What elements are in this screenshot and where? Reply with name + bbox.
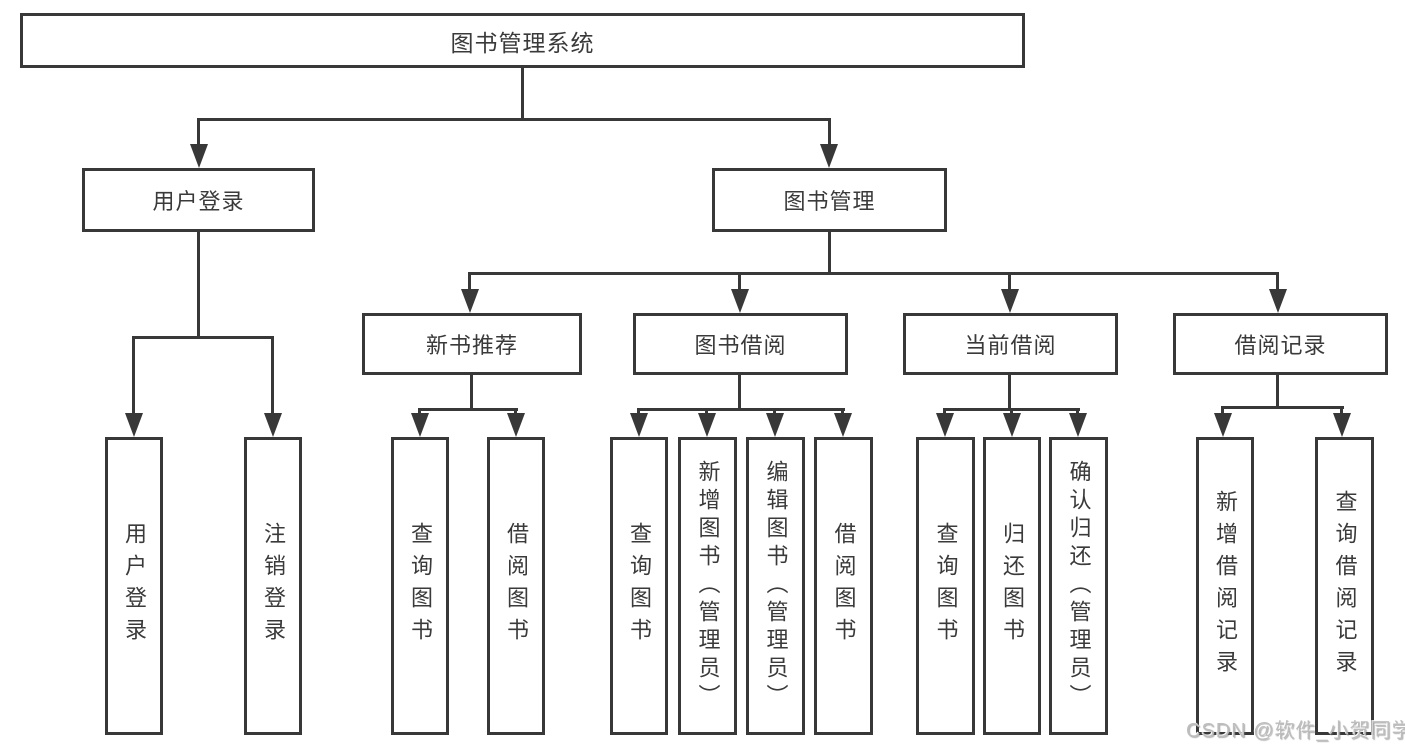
leaf-confirm-return-admin: 确认归还（管理员） xyxy=(1049,437,1108,735)
leaf-return-books: 归还图书 xyxy=(983,437,1041,735)
leaf-user-login: 用户登录 xyxy=(105,437,163,735)
leaf-add-books-admin: 新增图书（管理员） xyxy=(678,437,737,735)
leaf-borrow-books-borrowing: 借阅图书 xyxy=(814,437,873,735)
leaf-borrow-books-borrowing-label: 借阅图书 xyxy=(831,522,857,650)
arrowhead-leaf-borrow-books-borrow xyxy=(834,413,852,437)
edge-book-borrowing-stem xyxy=(738,375,741,411)
leaf-add-books-admin-label: 新增图书（管理员） xyxy=(695,460,721,712)
node-user-login-label: 用户登录 xyxy=(152,189,245,214)
edge-book-management-stem xyxy=(828,232,831,275)
arrowhead-leaf-logout xyxy=(264,413,282,437)
edge-root-stem xyxy=(521,68,524,121)
node-new-book-recommend: 新书推荐 xyxy=(362,313,582,375)
node-library-system: 图书管理系统 xyxy=(20,13,1025,68)
csdn-watermark: CSDN @软件_小贺同学 xyxy=(1186,720,1405,742)
leaf-query-books-borrowing-label: 查询图书 xyxy=(627,522,652,650)
node-book-management: 图书管理 xyxy=(712,168,947,232)
leaf-confirm-return-admin-label: 确认归还（管理员） xyxy=(1066,460,1092,712)
leaf-edit-books-admin-label: 编辑图书（管理员） xyxy=(763,460,789,712)
node-new-book-recommend-label: 新书推荐 xyxy=(425,333,518,358)
edge-borrowing-records-stem xyxy=(1276,375,1279,409)
node-borrowing-records-label: 借阅记录 xyxy=(1234,333,1327,358)
arrowhead-leaf-query-books-borrow xyxy=(630,413,648,437)
node-current-borrowing: 当前借阅 xyxy=(903,313,1118,375)
arrowhead-borrowing-records xyxy=(1269,289,1287,313)
node-book-borrowing-label: 图书借阅 xyxy=(694,333,787,358)
leaf-borrow-books-recommend: 借阅图书 xyxy=(487,437,545,735)
arrowhead-book-management xyxy=(820,144,838,168)
arrowhead-leaf-borrow-books-rec xyxy=(507,413,525,437)
edge-root-bar xyxy=(197,118,831,121)
edge-drop-leaf-add-borrow-record xyxy=(1221,406,1224,418)
leaf-query-borrow-record-label: 查询借阅记录 xyxy=(1332,490,1358,682)
leaf-logout-label: 注销登录 xyxy=(261,522,286,650)
leaf-query-books-current: 查询图书 xyxy=(916,437,975,735)
arrowhead-leaf-query-books-current xyxy=(936,413,954,437)
edge-drop-book-borrowing xyxy=(738,272,741,294)
arrowhead-leaf-query-borrow-record xyxy=(1333,413,1351,437)
edge-new-book-recommend-bar xyxy=(418,408,518,411)
edge-drop-leaf-user-login xyxy=(132,336,135,417)
arrowhead-leaf-add-books xyxy=(698,413,716,437)
edge-book-borrowing-bar xyxy=(637,408,845,411)
node-user-login: 用户登录 xyxy=(82,168,315,232)
arrowhead-leaf-add-borrow-record xyxy=(1214,413,1232,437)
leaf-query-books-borrowing: 查询图书 xyxy=(610,437,668,735)
arrowhead-leaf-return-books xyxy=(1003,413,1021,437)
edge-current-borrowing-stem xyxy=(1008,375,1011,411)
node-borrowing-records: 借阅记录 xyxy=(1173,313,1388,375)
edge-book-management-bar xyxy=(468,272,1279,275)
node-book-management-label: 图书管理 xyxy=(783,189,876,214)
leaf-query-books-current-label: 查询图书 xyxy=(933,522,959,650)
arrowhead-leaf-confirm-return xyxy=(1069,413,1087,437)
arrowhead-current-borrowing xyxy=(1001,289,1019,313)
leaf-query-borrow-record: 查询借阅记录 xyxy=(1315,437,1374,735)
leaf-return-books-label: 归还图书 xyxy=(1000,522,1025,650)
edge-borrowing-records-bar xyxy=(1221,406,1344,409)
edge-drop-borrowing-records xyxy=(1276,272,1279,294)
leaf-add-borrow-record-label: 新增借阅记录 xyxy=(1213,490,1238,682)
arrowhead-leaf-user-login xyxy=(125,413,143,437)
edge-drop-current-borrowing xyxy=(1008,272,1011,294)
leaf-logout: 注销登录 xyxy=(244,437,302,735)
edge-drop-leaf-query-borrow-record xyxy=(1340,406,1343,418)
leaf-add-borrow-record: 新增借阅记录 xyxy=(1196,437,1254,735)
node-library-system-label: 图书管理系统 xyxy=(450,29,595,56)
arrowhead-book-borrowing xyxy=(731,289,749,313)
edge-drop-book-management xyxy=(828,118,831,148)
node-book-borrowing: 图书借阅 xyxy=(633,313,848,375)
leaf-borrow-books-recommend-label: 借阅图书 xyxy=(504,522,529,650)
edge-user-login-stem xyxy=(197,232,200,339)
edge-drop-user-login xyxy=(197,118,200,148)
node-current-borrowing-label: 当前借阅 xyxy=(964,333,1057,358)
arrowhead-leaf-edit-books xyxy=(766,413,784,437)
leaf-edit-books-admin: 编辑图书（管理员） xyxy=(746,437,805,735)
edge-drop-leaf-logout xyxy=(271,336,274,417)
edge-new-book-recommend-stem xyxy=(470,375,473,411)
edge-drop-new-book-recommend xyxy=(468,272,471,294)
arrowhead-leaf-query-books-rec xyxy=(411,413,429,437)
arrowhead-new-book-recommend xyxy=(461,289,479,313)
leaf-user-login-label: 用户登录 xyxy=(122,522,147,650)
leaf-query-books-recommend: 查询图书 xyxy=(391,437,449,735)
leaf-query-books-recommend-label: 查询图书 xyxy=(408,522,433,650)
arrowhead-user-login xyxy=(190,144,208,168)
edge-user-login-bar xyxy=(132,336,274,339)
